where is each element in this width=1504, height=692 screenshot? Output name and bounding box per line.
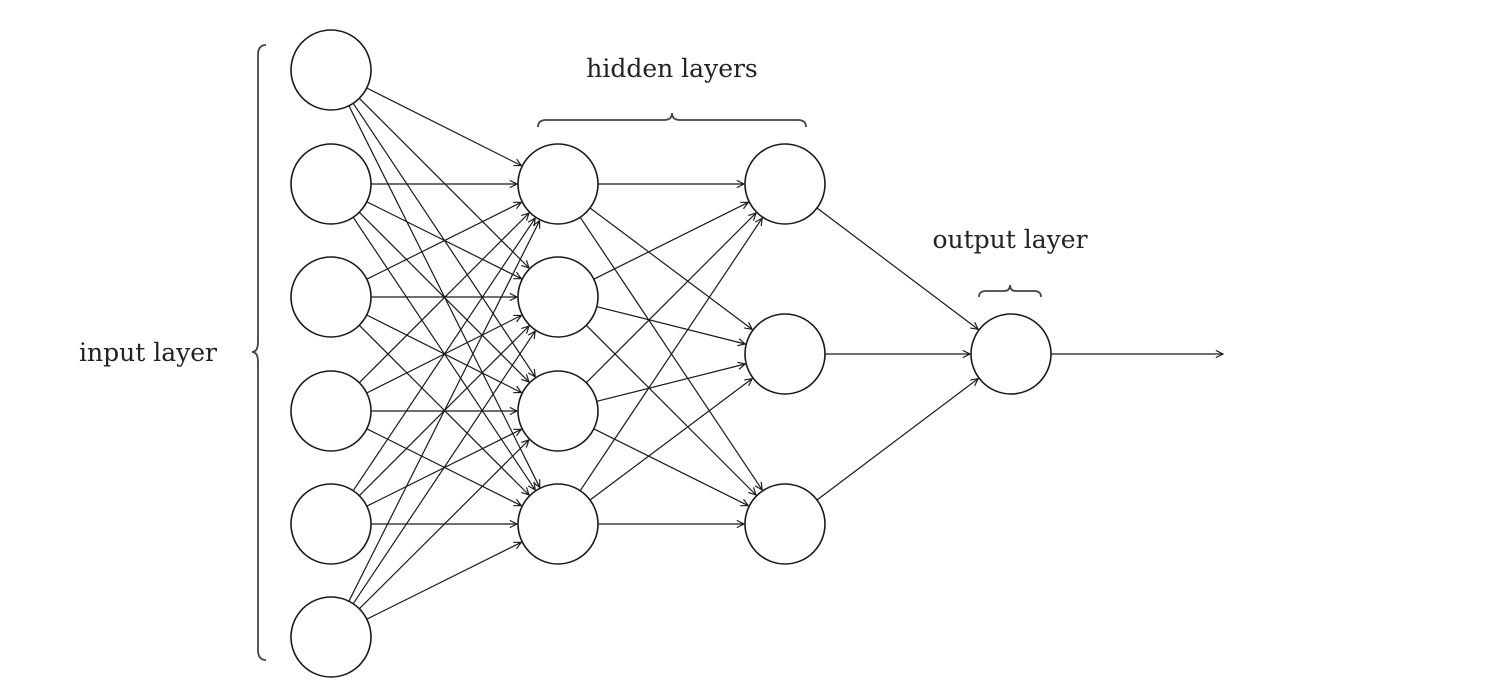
output-layer-label: output layer xyxy=(932,225,1087,254)
edge-input-6-to-hidden-1-2 xyxy=(352,331,535,605)
neurons xyxy=(290,29,1052,678)
edge-hidden-1-3-to-hidden-2-1 xyxy=(585,213,756,384)
hidden-1-neuron-3 xyxy=(517,370,599,452)
output-layer-brace xyxy=(978,284,1042,298)
edge-input-1-to-hidden-1-1 xyxy=(366,87,522,166)
edge-input-3-to-hidden-1-1 xyxy=(366,202,522,280)
edge-hidden-2-1-to-output-1 xyxy=(816,207,978,329)
input-neuron-5 xyxy=(290,483,372,565)
edge-hidden-1-4-to-hidden-2-2 xyxy=(589,379,752,501)
edge-input-4-to-hidden-1-1 xyxy=(358,213,529,384)
input-layer-brace xyxy=(251,44,267,661)
edge-hidden-1-3-to-hidden-2-3 xyxy=(593,428,749,506)
hidden-layers-brace xyxy=(537,112,807,128)
edge-hidden-1-2-to-hidden-2-2 xyxy=(596,306,745,344)
edge-hidden-1-2-to-hidden-2-1 xyxy=(593,202,749,280)
input-neuron-2 xyxy=(290,143,372,225)
connections xyxy=(348,87,1223,620)
input-neuron-6 xyxy=(290,596,372,678)
edge-input-6-to-hidden-1-3 xyxy=(358,440,529,610)
hidden-layers-label: hidden layers xyxy=(586,54,758,83)
input-neuron-1 xyxy=(290,29,372,111)
hidden-1-neuron-4 xyxy=(517,483,599,565)
edge-hidden-1-3-to-hidden-2-2 xyxy=(596,364,745,402)
edge-hidden-1-4-to-hidden-2-1 xyxy=(579,218,762,492)
hidden-1-neuron-1 xyxy=(517,143,599,225)
input-layer-label: input layer xyxy=(79,338,217,367)
input-neuron-4 xyxy=(290,370,372,452)
edge-hidden-1-1-to-hidden-2-2 xyxy=(589,207,752,329)
hidden-1-neuron-2 xyxy=(517,256,599,338)
edge-input-6-to-hidden-1-4 xyxy=(366,542,522,620)
input-neuron-3 xyxy=(290,256,372,338)
hidden-2-neuron-2 xyxy=(744,313,826,395)
edge-input-6-to-hidden-1-1 xyxy=(348,221,540,602)
output-neuron-1 xyxy=(970,313,1052,395)
hidden-2-neuron-3 xyxy=(744,483,826,565)
hidden-2-neuron-1 xyxy=(744,143,826,225)
edge-hidden-2-3-to-output-1 xyxy=(816,379,978,501)
edge-hidden-1-2-to-hidden-2-3 xyxy=(585,324,756,495)
edge-input-1-to-hidden-1-2 xyxy=(358,97,529,268)
edge-input-5-to-hidden-1-1 xyxy=(352,218,535,492)
